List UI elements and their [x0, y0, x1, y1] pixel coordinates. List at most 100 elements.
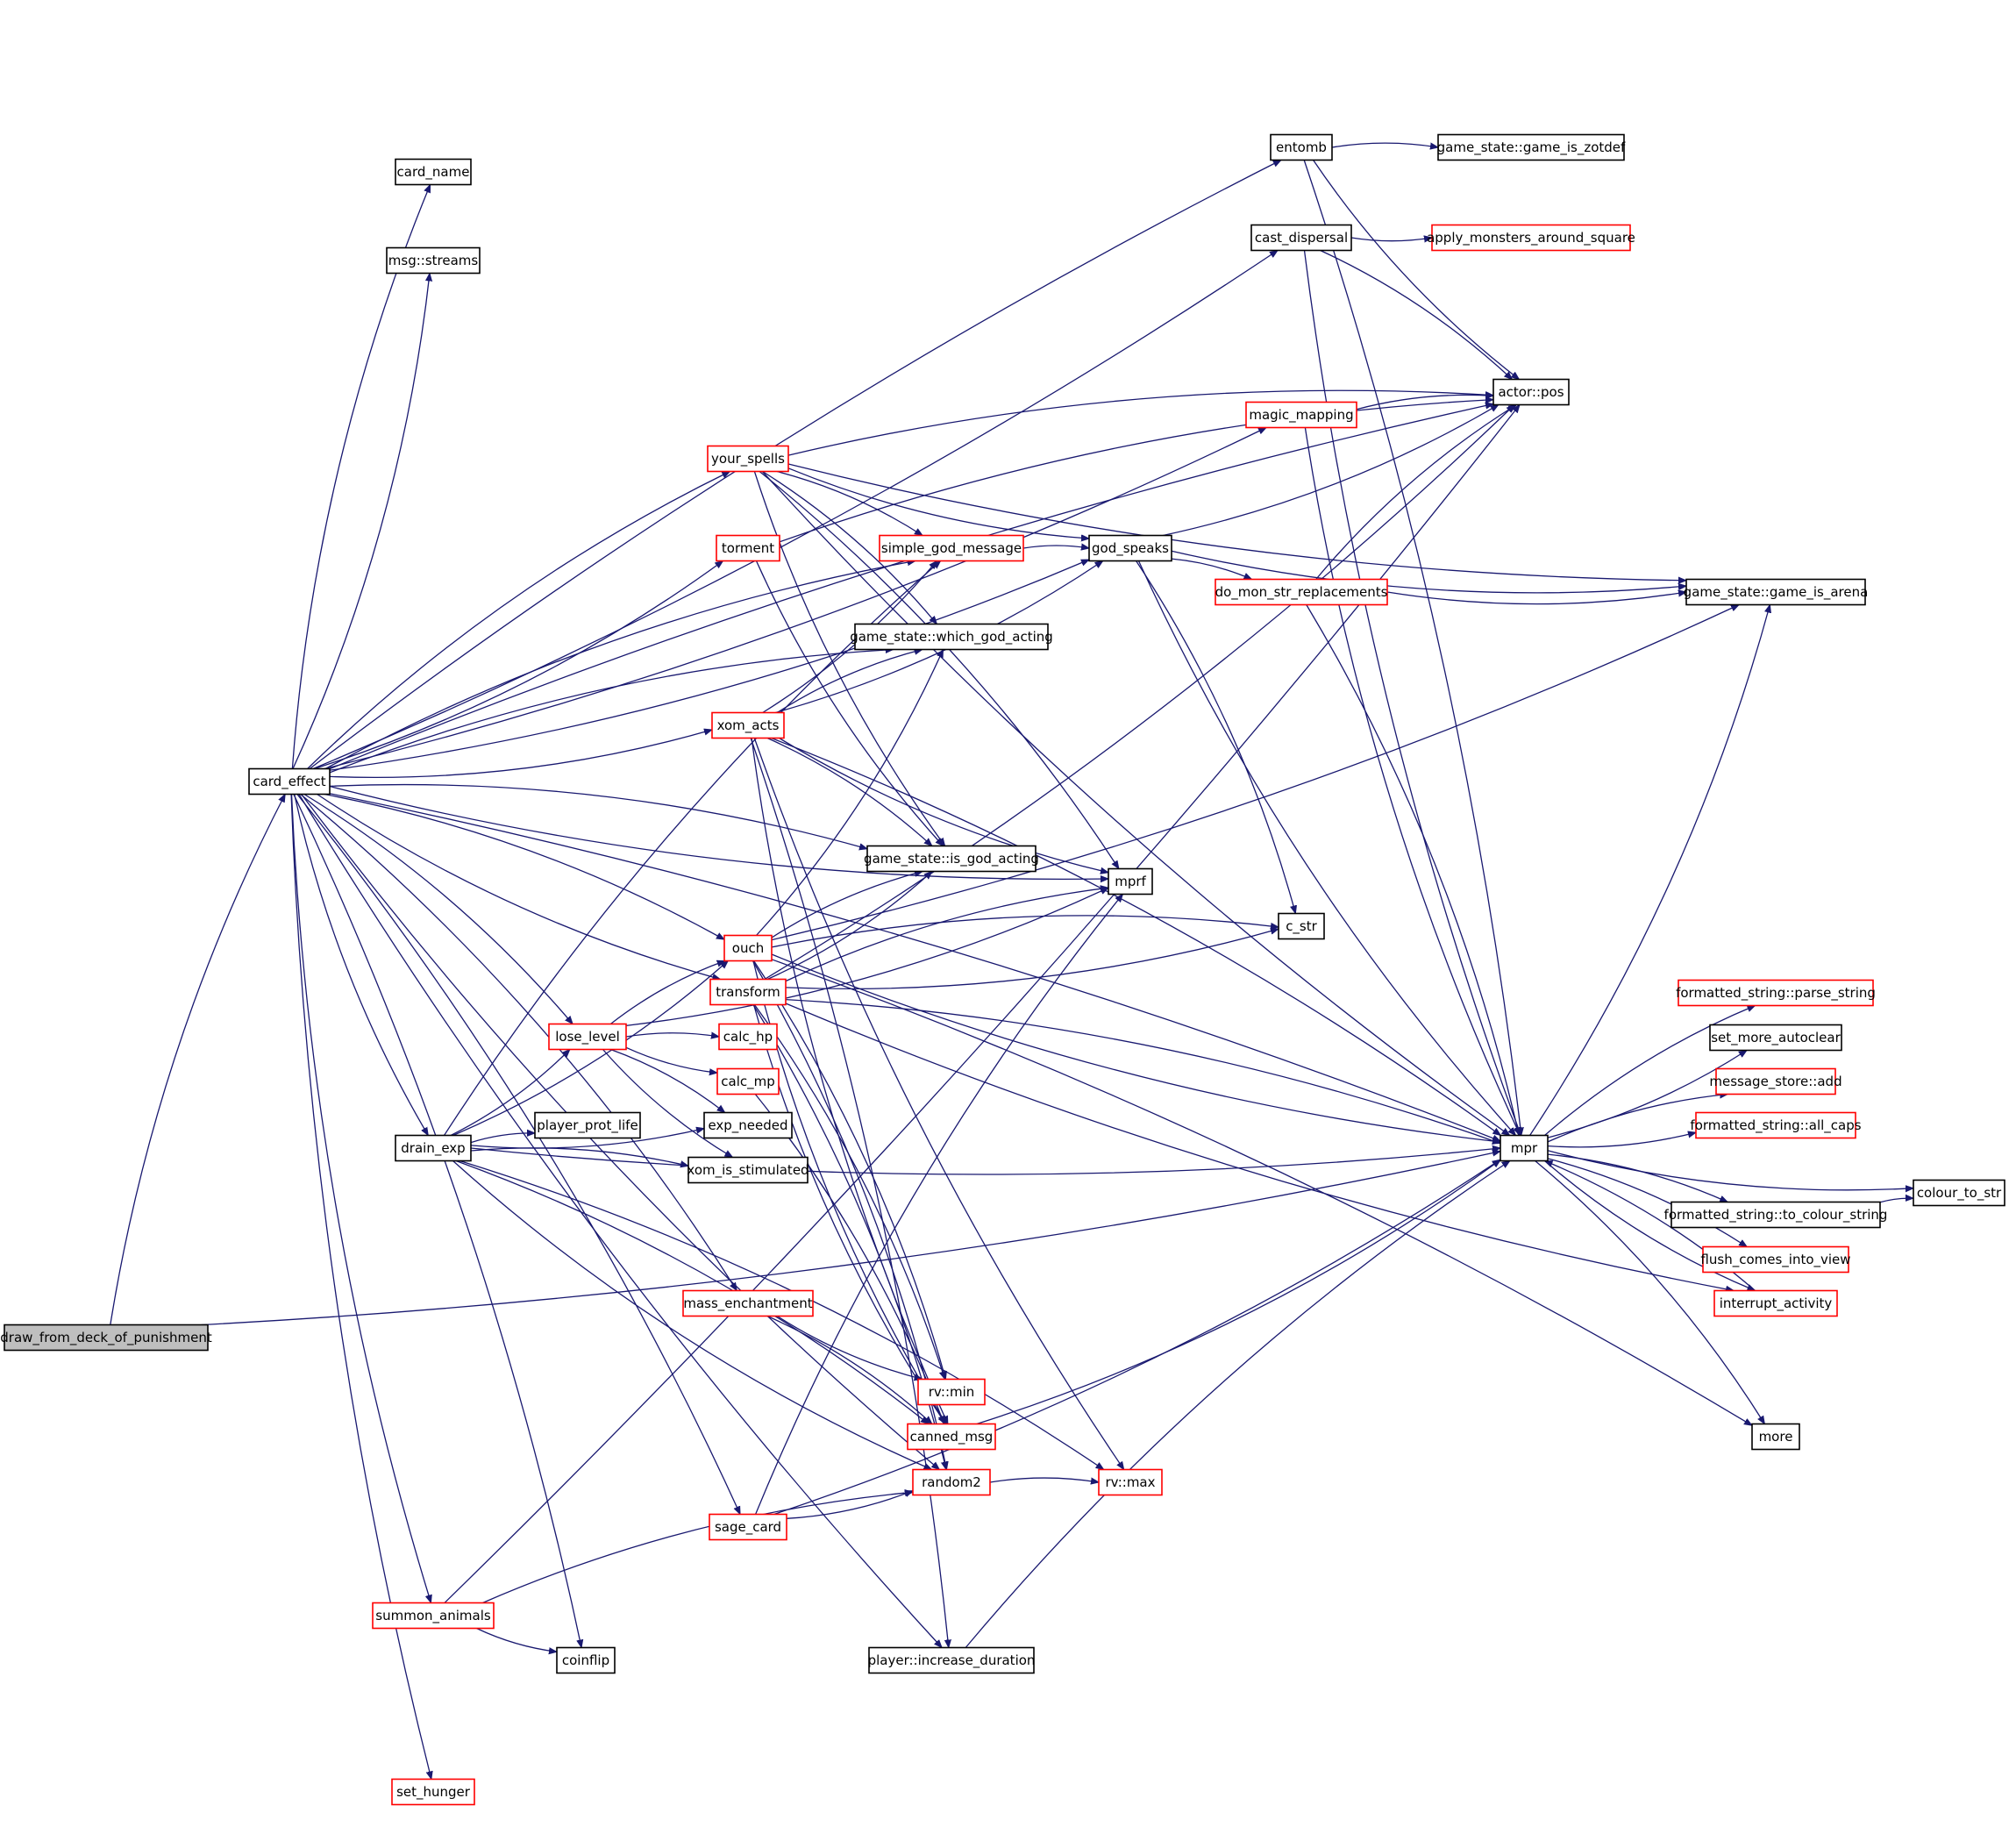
node-box[interactable]	[716, 1067, 780, 1095]
node-torment[interactable]: torment	[716, 534, 780, 562]
node-box[interactable]	[1245, 401, 1357, 429]
node-message-store-add[interactable]: message_store::add	[1709, 1067, 1842, 1095]
node-box[interactable]	[1695, 1111, 1856, 1139]
node-mass-enchantment[interactable]: mass_enchantment	[682, 1289, 814, 1317]
node-box[interactable]	[1215, 578, 1388, 606]
node-summon-animals[interactable]: summon_animals	[372, 1602, 495, 1630]
node-magic-mapping[interactable]: magic_mapping	[1245, 401, 1357, 429]
node-box[interactable]	[391, 1778, 475, 1806]
node-box[interactable]	[1431, 224, 1631, 252]
node-rv-min[interactable]: rv::min	[917, 1378, 986, 1406]
node-box[interactable]	[682, 1289, 814, 1317]
node-interrupt-activity[interactable]: interrupt_activity	[1713, 1289, 1838, 1317]
node-box[interactable]	[556, 1646, 616, 1674]
node-canned-msg[interactable]: canned_msg	[907, 1423, 996, 1451]
node-drain-exp[interactable]: drain_exp	[395, 1134, 472, 1162]
node-box[interactable]	[1250, 224, 1352, 252]
node-xom-acts[interactable]: xom_acts	[711, 711, 785, 739]
node-colour-to-str[interactable]: colour_to_str	[1913, 1179, 2005, 1207]
node-random2[interactable]: random2	[912, 1468, 991, 1496]
node-card-name[interactable]: card_name	[395, 158, 472, 186]
node-box[interactable]	[248, 767, 331, 796]
node-box[interactable]	[4, 1324, 209, 1352]
node-box[interactable]	[1709, 1024, 1842, 1052]
node-box[interactable]	[854, 623, 1049, 651]
node-simple-god-message[interactable]: simple_god_message	[879, 534, 1024, 562]
node-coinflip[interactable]: coinflip	[556, 1646, 616, 1674]
node-do-mon-str[interactable]: do_mon_str_replacements	[1215, 578, 1388, 606]
node-parse-string[interactable]: formatted_string::parse_string	[1676, 979, 1876, 1007]
node-box[interactable]	[386, 246, 481, 275]
node-calc-hp[interactable]: calc_hp	[718, 1023, 778, 1051]
node-box[interactable]	[548, 1023, 627, 1051]
node-box[interactable]	[907, 1423, 996, 1451]
node-box[interactable]	[1500, 1134, 1549, 1162]
node-apply-monsters[interactable]: apply_monsters_around_square	[1427, 224, 1635, 252]
node-box[interactable]	[709, 978, 787, 1006]
node-box[interactable]	[1913, 1179, 2005, 1207]
node-rv-max[interactable]: rv::max	[1098, 1468, 1163, 1496]
node-increase-duration[interactable]: player::increase_duration	[868, 1646, 1036, 1674]
node-box[interactable]	[1751, 1423, 1800, 1451]
node-card-effect[interactable]: card_effect	[248, 767, 331, 796]
node-c-str[interactable]: c_str	[1278, 912, 1325, 940]
node-box[interactable]	[917, 1378, 986, 1406]
node-box[interactable]	[1270, 133, 1333, 161]
node-box[interactable]	[716, 534, 780, 562]
node-box[interactable]	[709, 1513, 787, 1541]
node-set-hunger[interactable]: set_hunger	[391, 1778, 475, 1806]
node-all-caps[interactable]: formatted_string::all_caps	[1690, 1111, 1862, 1139]
node-transform[interactable]: transform	[709, 978, 787, 1006]
node-player-prot-life[interactable]: player_prot_life	[534, 1111, 641, 1139]
node-box[interactable]	[1685, 578, 1866, 606]
node-ouch[interactable]: ouch	[723, 934, 773, 962]
node-box[interactable]	[703, 1111, 793, 1139]
node-game-is-arena[interactable]: game_state::game_is_arena	[1684, 578, 1869, 606]
node-more[interactable]: more	[1751, 1423, 1800, 1451]
node-box[interactable]	[723, 934, 773, 962]
node-which-god-acting[interactable]: game_state::which_god_acting	[850, 623, 1053, 651]
node-box[interactable]	[707, 445, 789, 473]
node-box[interactable]	[372, 1602, 495, 1630]
node-mprf[interactable]: mprf	[1108, 867, 1153, 896]
node-sage-card[interactable]: sage_card	[709, 1513, 787, 1541]
node-box[interactable]	[1108, 867, 1153, 896]
node-box[interactable]	[879, 534, 1024, 562]
node-box[interactable]	[1278, 912, 1325, 940]
node-actor-pos[interactable]: actor::pos	[1492, 378, 1570, 406]
node-msg-streams[interactable]: msg::streams	[386, 246, 481, 275]
node-game-is-zotdef[interactable]: game_state::game_is_zotdef	[1437, 133, 1626, 161]
node-draw[interactable]: draw_from_deck_of_punishment	[0, 1324, 212, 1352]
node-box[interactable]	[912, 1468, 991, 1496]
node-box[interactable]	[1678, 979, 1874, 1007]
node-box[interactable]	[1437, 133, 1625, 161]
node-exp-needed[interactable]: exp_needed	[703, 1111, 793, 1139]
node-flush-comes[interactable]: flush_comes_into_view	[1700, 1245, 1851, 1274]
node-to-colour-string[interactable]: formatted_string::to_colour_string	[1664, 1201, 1888, 1229]
node-box[interactable]	[1088, 534, 1172, 562]
node-is-god-acting[interactable]: game_state::is_god_acting	[864, 845, 1039, 873]
node-calc-mp[interactable]: calc_mp	[716, 1067, 780, 1095]
node-box[interactable]	[534, 1111, 641, 1139]
node-mpr[interactable]: mpr	[1500, 1134, 1549, 1162]
node-box[interactable]	[1492, 378, 1570, 406]
node-box[interactable]	[711, 711, 785, 739]
node-box[interactable]	[687, 1156, 809, 1184]
node-box[interactable]	[1713, 1289, 1838, 1317]
node-box[interactable]	[395, 158, 472, 186]
node-cast-dispersal[interactable]: cast_dispersal	[1250, 224, 1352, 252]
node-xom-is-stimulated[interactable]: xom_is_stimulated	[687, 1156, 809, 1184]
node-box[interactable]	[1098, 1468, 1163, 1496]
node-box[interactable]	[1702, 1245, 1849, 1274]
node-box[interactable]	[395, 1134, 472, 1162]
node-box[interactable]	[1715, 1067, 1836, 1095]
node-god-speaks[interactable]: god_speaks	[1088, 534, 1172, 562]
node-box[interactable]	[718, 1023, 778, 1051]
node-box[interactable]	[868, 1646, 1035, 1674]
node-set-more-autoclear[interactable]: set_more_autoclear	[1709, 1024, 1842, 1052]
node-box[interactable]	[1671, 1201, 1881, 1229]
node-your-spells[interactable]: your_spells	[707, 445, 789, 473]
node-lose-level[interactable]: lose_level	[548, 1023, 627, 1051]
node-box[interactable]	[866, 845, 1036, 873]
node-entomb[interactable]: entomb	[1270, 133, 1333, 161]
